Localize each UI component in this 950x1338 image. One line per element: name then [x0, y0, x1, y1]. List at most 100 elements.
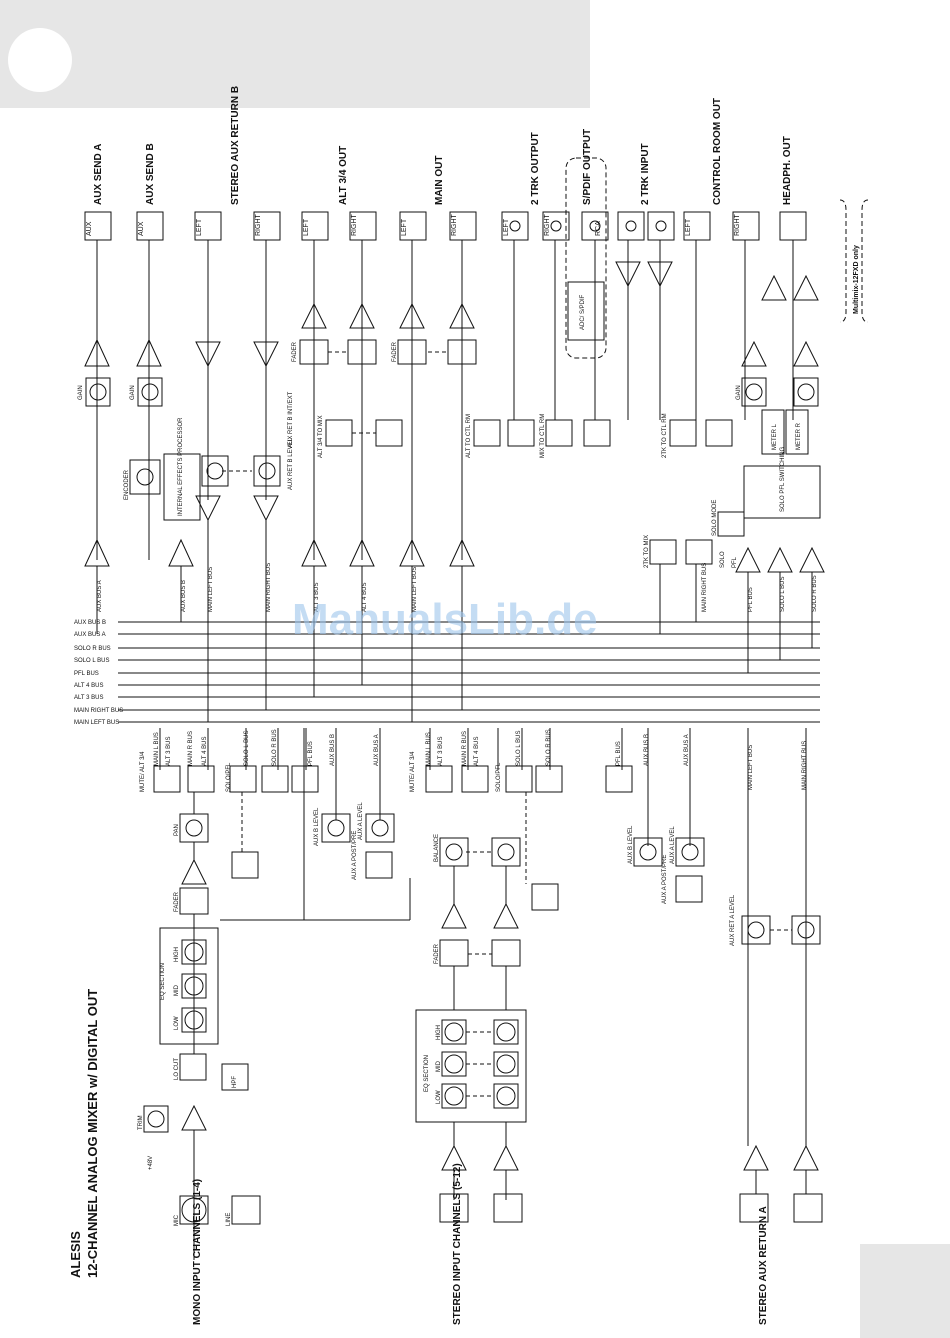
svg-text:SOLO L BUS: SOLO L BUS	[780, 577, 786, 612]
svg-text:SOLO R BUS: SOLO R BUS	[546, 729, 552, 766]
svg-text:ALT TO CTL RM: ALT TO CTL RM	[466, 414, 472, 458]
svg-text:MAIN R BUS: MAIN R BUS	[188, 731, 194, 766]
svg-text:AUX BUS B: AUX BUS B	[644, 734, 650, 766]
svg-text:ALT 4 BUS: ALT 4 BUS	[202, 737, 208, 766]
svg-text:ALT 3/4 TO MIX: ALT 3/4 TO MIX	[318, 415, 324, 458]
svg-text:LEFT: LEFT	[685, 218, 692, 236]
svg-text:AUX A LEVEL: AUX A LEVEL	[670, 826, 676, 864]
svg-text:FADER: FADER	[292, 341, 298, 362]
svg-text:INTERNAL EFFECTS PROCESSOR: INTERNAL EFFECTS PROCESSOR	[178, 417, 184, 516]
bus-label-aux-b: AUX BUS B	[74, 620, 106, 626]
svg-text:ADC/ S/PDIF: ADC/ S/PDIF	[580, 294, 586, 330]
svg-text:ALT 3 BUS: ALT 3 BUS	[314, 583, 320, 612]
svg-text:ALT 3 BUS: ALT 3 BUS	[438, 737, 444, 766]
svg-text:LINE: LINE	[226, 1213, 232, 1226]
output-label-control-room-out: CONTROL ROOM OUT	[712, 98, 723, 205]
header-band	[0, 0, 590, 108]
svg-text:METER R: METER R	[796, 422, 802, 450]
svg-text:BALANCE: BALANCE	[434, 834, 440, 862]
svg-text:ALT 3 BUS: ALT 3 BUS	[166, 737, 172, 766]
svg-text:AUX A POST/PRE: AUX A POST/PRE	[352, 831, 358, 880]
svg-text:SOLO PFL SWITCHING: SOLO PFL SWITCHING	[780, 447, 786, 512]
svg-text:AUX A POST/PRE: AUX A POST/PRE	[662, 855, 668, 904]
svg-text:FADER: FADER	[174, 891, 180, 912]
svg-text:ALT 4 BUS: ALT 4 BUS	[362, 583, 368, 612]
product-note: Multimix-12FXD only	[853, 245, 860, 314]
jack-labels: AUX AUX LEFT RIGHT LEFT RIGHT LEFT RIGHT…	[86, 214, 741, 237]
svg-text:+48V: +48V	[148, 1156, 154, 1170]
bus-labels: AUX BUS B AUX BUS A SOLO R BUS SOLO L BU…	[74, 620, 123, 726]
diagram-title: 12-CHANNEL ANALOG MIXER w/ DIGITAL OUT	[85, 989, 100, 1278]
svg-text:PAN: PAN	[174, 824, 180, 836]
svg-text:SOLO: SOLO	[720, 551, 726, 568]
output-label-alt-out: ALT 3/4 OUT	[338, 146, 349, 205]
svg-text:ALT 4 BUS: ALT 4 BUS	[474, 737, 480, 766]
svg-text:PFL BUS: PFL BUS	[616, 741, 622, 766]
output-label-main-out: MAIN OUT	[434, 156, 445, 205]
svg-text:GAIN: GAIN	[78, 385, 84, 400]
svg-text:EQ SECTION: EQ SECTION	[424, 1055, 430, 1092]
svg-text:MID: MID	[174, 984, 180, 996]
bus-label-main-left: MAIN LEFT BUS	[74, 720, 119, 726]
svg-text:AUX RET B LEVEL: AUX RET B LEVEL	[288, 437, 294, 490]
svg-text:AUX RET A LEVEL: AUX RET A LEVEL	[730, 894, 736, 946]
svg-text:AUX B LEVEL: AUX B LEVEL	[314, 807, 320, 846]
svg-text:RIGHT: RIGHT	[544, 214, 551, 237]
svg-text:RIGHT: RIGHT	[451, 214, 458, 237]
svg-text:MAIN L BUS: MAIN L BUS	[426, 732, 432, 766]
svg-text:MAIN L BUS: MAIN L BUS	[154, 732, 160, 766]
title-block: ALESIS 12-CHANNEL ANALOG MIXER w/ DIGITA…	[68, 989, 100, 1278]
svg-text:AUX B LEVEL: AUX B LEVEL	[628, 825, 634, 864]
svg-text:RCA: RCA	[595, 221, 602, 236]
svg-text:MAIN RIGHT BUS: MAIN RIGHT BUS	[802, 741, 808, 790]
svg-text:METER L: METER L	[772, 423, 778, 450]
svg-text:LO CUT: LO CUT	[174, 1058, 180, 1080]
svg-text:HIGH: HIGH	[436, 1025, 442, 1040]
brand-label: ALESIS	[68, 1231, 83, 1278]
svg-text:LEFT: LEFT	[401, 218, 408, 236]
svg-text:MAIN R BUS: MAIN R BUS	[462, 731, 468, 766]
svg-text:AUX BUS B: AUX BUS B	[330, 734, 336, 766]
output-label-headphone-out: HEADPH. OUT	[782, 136, 793, 205]
bus-label-main-right: MAIN RIGHT BUS	[74, 708, 123, 714]
svg-text:AUX RET B INT/EXT: AUX RET B INT/EXT	[288, 391, 294, 448]
svg-text:LOW: LOW	[436, 1090, 442, 1104]
svg-text:SOLO/PFL: SOLO/PFL	[226, 762, 232, 792]
svg-text:AUX BUS B: AUX BUS B	[181, 580, 187, 612]
svg-text:AUX: AUX	[138, 221, 145, 236]
svg-text:MID: MID	[436, 1060, 442, 1072]
svg-text:PFL BUS: PFL BUS	[748, 587, 754, 612]
bus-label-alt-3: ALT 3 BUS	[74, 695, 103, 701]
svg-text:SOLO R BUS: SOLO R BUS	[812, 575, 818, 612]
svg-text:HIGH: HIGH	[174, 947, 180, 962]
svg-text:MUTE/ ALT 3/4: MUTE/ ALT 3/4	[140, 751, 146, 792]
svg-text:LEFT: LEFT	[503, 218, 510, 236]
block-labels: ADC/ S/PDIF INTERNAL EFFECTS PROCESSOR E…	[124, 294, 802, 1104]
svg-text:GAIN: GAIN	[736, 385, 742, 400]
svg-text:SOLO R BUS: SOLO R BUS	[272, 729, 278, 766]
svg-text:TRIM: TRIM	[138, 1115, 144, 1130]
svg-text:EQ SECTION: EQ SECTION	[160, 963, 166, 1000]
svg-text:AUX A LEVEL: AUX A LEVEL	[358, 802, 364, 840]
page-corner-box	[860, 1244, 950, 1338]
svg-text:MAIN LEFT BUS: MAIN LEFT BUS	[208, 567, 214, 612]
svg-text:RIGHT: RIGHT	[351, 214, 358, 237]
output-label-aux-send-a: AUX SEND A	[93, 144, 104, 205]
svg-text:MAIN LEFT BUS: MAIN LEFT BUS	[748, 745, 754, 790]
bus-tap-labels: MAIN L BUS ALT 3 BUS MAIN R BUS ALT 4 BU…	[97, 563, 818, 790]
output-label-2trk-input: 2 TRK INPUT	[640, 143, 651, 205]
svg-text:ENCODER: ENCODER	[124, 469, 130, 500]
svg-text:MIX TO CTL RM: MIX TO CTL RM	[540, 414, 546, 458]
input-label-mono: MONO INPUT CHANNELS (1-4)	[192, 1179, 203, 1325]
output-label-aux-send-b: AUX SEND B	[145, 143, 156, 205]
svg-text:AUX BUS A: AUX BUS A	[97, 580, 103, 612]
page-marker-circle	[8, 28, 72, 92]
output-label-2trk-output: 2 TRK OUTPUT	[530, 132, 541, 205]
watermark: ManualsLib.de	[292, 595, 598, 644]
svg-text:SOLO/PFL: SOLO/PFL	[496, 762, 502, 792]
svg-text:MUTE/ ALT 3/4: MUTE/ ALT 3/4	[410, 751, 416, 792]
svg-text:LEFT: LEFT	[196, 218, 203, 236]
svg-text:FADER: FADER	[392, 341, 398, 362]
svg-text:MAIN LEFT BUS: MAIN LEFT BUS	[412, 567, 418, 612]
